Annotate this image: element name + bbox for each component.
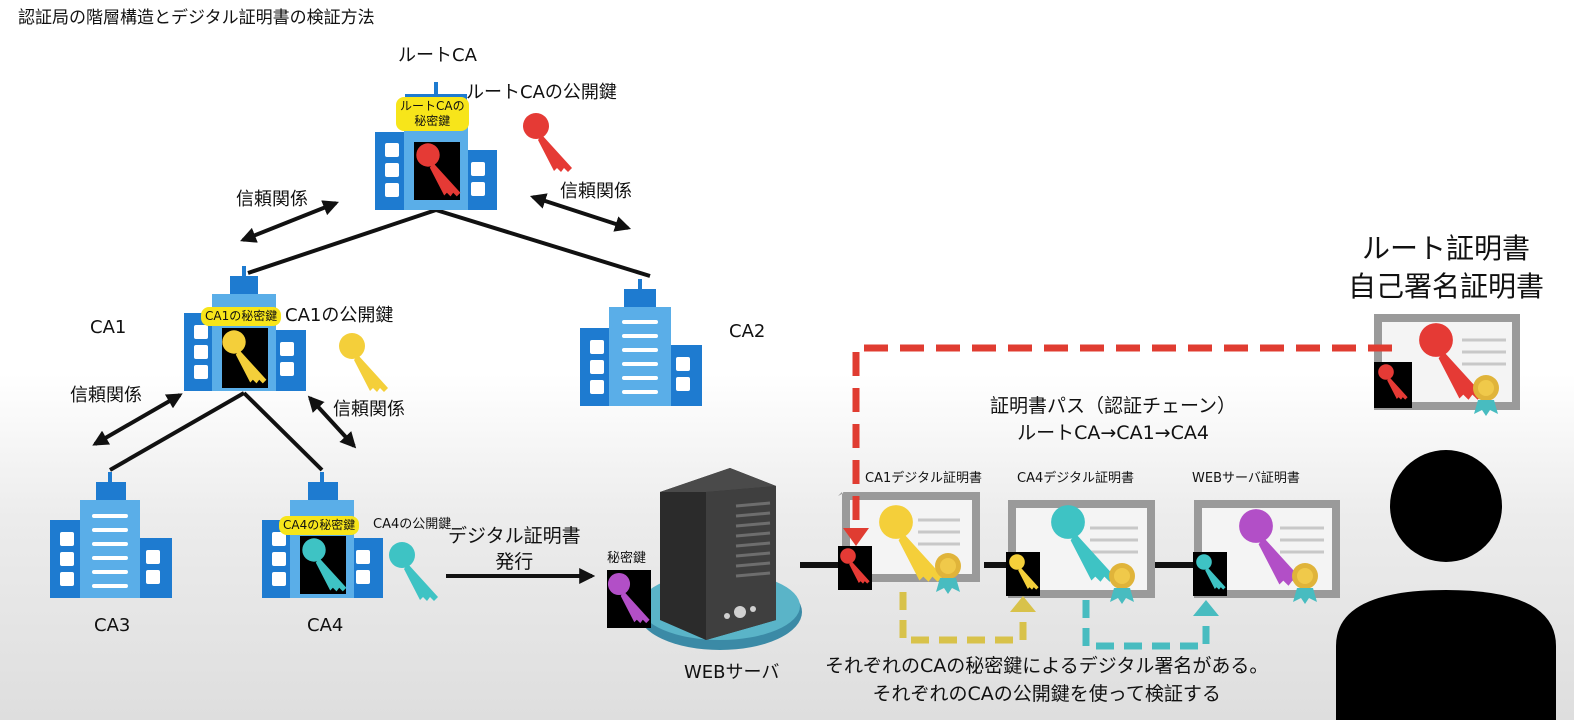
person-icon xyxy=(1336,450,1556,720)
trust-arrows xyxy=(92,193,632,449)
ca4-public-key-label: CA4の公開鍵 xyxy=(373,517,452,532)
root-certificate-icon xyxy=(1374,314,1520,416)
ca4-certificate-icon xyxy=(1006,500,1155,604)
root-certificate-label: ルート証明書 自己署名証明書 xyxy=(1348,230,1544,306)
trust-arrow-root-ca2 xyxy=(529,193,632,232)
ca1-certificate-label: CA1デジタル証明書 xyxy=(865,471,982,486)
trust-label-ca1-ca3: 信頼関係 xyxy=(70,385,142,406)
root-certificate-line1: ルート証明書 xyxy=(1362,232,1531,265)
ca1-label: CA1 xyxy=(90,317,127,338)
issue-label-line2: 発行 xyxy=(495,550,534,573)
ca4-certificate-label: CA4デジタル証明書 xyxy=(1017,471,1134,486)
ca1-public-key-label: CA1の公開鍵 xyxy=(285,305,394,326)
certificate-path-line2: ルートCA→CA1→CA4 xyxy=(1017,421,1209,444)
explanation-line2: それぞれのCAの公開鍵を使って検証する xyxy=(872,682,1221,705)
explanation-line1: それぞれのCAの秘密鍵によるデジタル署名がある。 xyxy=(825,655,1269,677)
issue-label: デジタル証明書 発行 xyxy=(448,524,581,575)
root-ca-private-key-tag-line1: ルートCAの xyxy=(400,99,465,113)
trust-label-root-ca2: 信頼関係 xyxy=(560,181,632,202)
certificate-path-line1: 証明書パス（認証チェーン） xyxy=(990,395,1237,417)
root-ca-public-key-label: ルートCAの公開鍵 xyxy=(466,82,617,103)
server-icon xyxy=(638,468,802,650)
trust-arrow-ca1-ca4 xyxy=(307,395,357,449)
root-ca-building-icon xyxy=(375,82,497,210)
web-server-private-key-icon xyxy=(607,570,651,628)
ca2-building-icon xyxy=(580,279,702,406)
trust-label-root-ca1: 信頼関係 xyxy=(236,189,308,210)
trust-arrow-root-ca1 xyxy=(240,200,339,243)
ca3-label: CA3 xyxy=(94,615,131,636)
ca3-building-icon xyxy=(50,472,172,598)
root-verification-dashed-arrow xyxy=(843,344,1392,546)
ca2-label: CA2 xyxy=(729,321,766,342)
certificate-path-label: 証明書パス（認証チェーン） ルートCA→CA1→CA4 xyxy=(990,393,1236,446)
web-certificate-icon xyxy=(1193,500,1340,604)
issue-label-line1: デジタル証明書 xyxy=(448,525,581,547)
root-certificate-line2: 自己署名証明書 xyxy=(1348,269,1545,303)
root-ca-public-key-icon xyxy=(523,113,572,172)
web-server-label: WEBサーバ xyxy=(684,662,780,683)
ca4-building-icon xyxy=(262,472,383,598)
ca1-building-icon xyxy=(184,266,306,391)
web-certificate-label: WEBサーバ証明書 xyxy=(1192,471,1300,486)
ca4-private-key-tag: CA4の秘密鍵 xyxy=(279,516,360,535)
trust-arrow-ca1-ca3 xyxy=(92,393,183,446)
page-title: 認証局の階層構造とデジタル証明書の検証方法 xyxy=(18,8,375,28)
root-ca-private-key-tag: ルートCAの 秘密鍵 xyxy=(396,97,469,131)
ca4-public-key-icon xyxy=(389,542,438,601)
ca1-verification-dashed-arrow xyxy=(899,592,1036,644)
ca1-public-key-icon xyxy=(339,333,388,392)
root-ca-label: ルートCA xyxy=(398,45,477,66)
web-server-private-key-label: 秘密鍵 xyxy=(607,551,647,566)
ca4-label: CA4 xyxy=(307,615,344,636)
explanation-text: それぞれのCAの秘密鍵によるデジタル署名がある。 それぞれのCAの公開鍵を使って… xyxy=(825,653,1268,708)
ca4-verification-dashed-arrow xyxy=(1082,600,1219,650)
root-ca-private-key-tag-line2: 秘密鍵 xyxy=(414,114,451,128)
trust-label-ca1-ca4: 信頼関係 xyxy=(333,399,405,420)
ca1-certificate-icon xyxy=(838,492,980,594)
ca1-private-key-tag: CA1の秘密鍵 xyxy=(201,307,282,326)
